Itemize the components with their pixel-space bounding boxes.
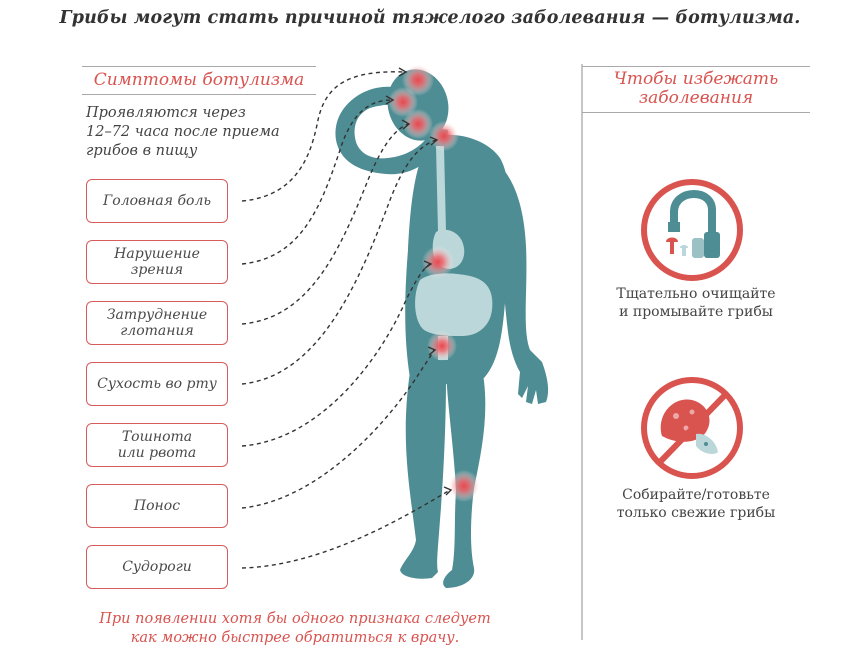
symptom-label: Затруднение bbox=[106, 307, 208, 323]
faucet-wash-icon bbox=[641, 179, 743, 281]
note-line: как можно быстрее обратиться к врачу. bbox=[130, 630, 460, 646]
symptom-label: Нарушение bbox=[114, 246, 200, 262]
tip-wash: Тщательно очищайте и промывайте грибы bbox=[596, 285, 796, 321]
symptom-cramps: Судороги bbox=[86, 545, 228, 589]
tip-line: Тщательно очищайте bbox=[616, 286, 776, 302]
symptom-label: Понос bbox=[133, 498, 181, 514]
symptom-label: зрения bbox=[130, 262, 184, 278]
warning-note: При появлении хотя бы одного признака сл… bbox=[60, 610, 530, 648]
heading-line: заболевания bbox=[638, 88, 754, 108]
symptoms-heading: Симптомы ботулизма bbox=[82, 66, 316, 95]
page-title: Грибы могут стать причиной тяжелого забо… bbox=[59, 8, 801, 28]
tip-line: Собирайте/готовьте bbox=[622, 487, 770, 503]
no-spoiled-mushroom-icon bbox=[641, 377, 743, 479]
symptom-points bbox=[388, 64, 480, 502]
intro-line: грибов в пищу bbox=[86, 143, 198, 159]
symptom-dry-mouth: Сухость во рту bbox=[86, 362, 228, 406]
connector-lines bbox=[241, 71, 451, 569]
connector-arrowheads bbox=[385, 67, 453, 496]
note-line: При появлении хотя бы одного признака сл… bbox=[99, 611, 491, 627]
heading-line: Чтобы избежать bbox=[613, 69, 779, 89]
tip-line: и промывайте грибы bbox=[619, 304, 773, 320]
tip-fresh: Собирайте/готовьте только свежие грибы bbox=[596, 486, 796, 522]
symptom-label: Головная боль bbox=[103, 193, 211, 209]
symptom-diarrhea: Понос bbox=[86, 484, 228, 528]
symptom-label: Сухость во рту bbox=[97, 376, 217, 392]
symptom-label: глотания bbox=[120, 323, 194, 339]
symptom-label: Тошнота bbox=[121, 429, 193, 445]
symptom-label: или рвота bbox=[117, 445, 197, 461]
tip-line: только свежие грибы bbox=[616, 505, 776, 521]
symptom-label: Судороги bbox=[122, 559, 192, 575]
column-divider bbox=[581, 64, 583, 640]
symptom-headache: Головная боль bbox=[86, 179, 228, 223]
symptoms-intro: Проявляются через 12–72 часа после прием… bbox=[86, 104, 316, 161]
intro-line: Проявляются через bbox=[86, 105, 246, 121]
prevention-heading: Чтобы избежать заболевания bbox=[582, 66, 810, 113]
intro-line: 12–72 часа после приема bbox=[86, 124, 280, 140]
